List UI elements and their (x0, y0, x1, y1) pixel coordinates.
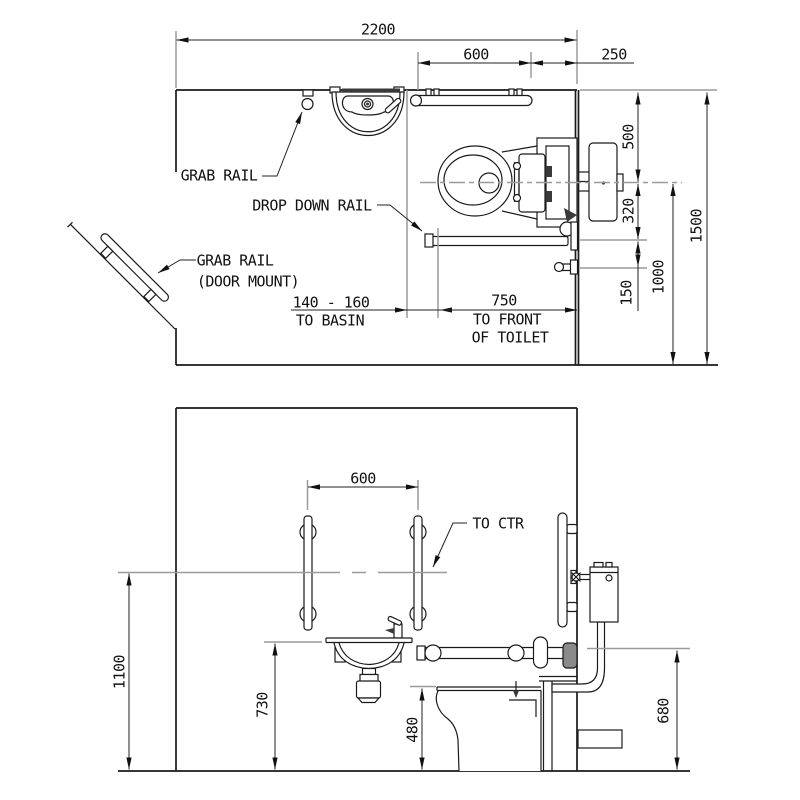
leader-grab-rail (262, 111, 303, 177)
label-to-ctr: TO CTR (472, 514, 524, 533)
duct-wall-elevation (539, 675, 577, 771)
wall-grab-rail-elevation (557, 512, 581, 628)
dim-rail-length-plan: 600 (463, 45, 489, 64)
leader-to-ctr (432, 522, 467, 568)
door-plan (67, 221, 176, 330)
toilet-elevation (435, 681, 542, 772)
basin-elevation (325, 615, 413, 704)
toilet-roll-holder-plan (553, 259, 579, 275)
label-drop-down-rail: DROP DOWN RAIL (252, 196, 372, 215)
dim-toilet-seat-height: 480 (403, 717, 422, 743)
dim-toilet-front-value: 750 (491, 291, 517, 310)
dim-basin-offset-value: 140 - 160 (292, 293, 370, 312)
dim-overall-width: 2200 (360, 20, 396, 39)
leader-drop-down-rail (377, 204, 423, 232)
dimension-lines (126, 37, 710, 770)
grab-rail-plan (301, 89, 314, 111)
dim-basin-offset-label: TO BASIN (295, 311, 365, 330)
soil-pipe-elevation (577, 729, 623, 749)
basin-plan (329, 86, 405, 137)
dim-centre-to-rail: 320 (619, 198, 638, 224)
dim-rail-to-holder: 150 (617, 280, 636, 306)
cistern-elevation (551, 561, 623, 749)
dim-toilet-front-label2: OF TOILET (471, 328, 549, 347)
dim-rail-spacing-elev: 600 (350, 469, 376, 488)
label-grab-rail-door-1: GRAB RAIL (196, 251, 274, 270)
leader-grab-rail-door (157, 259, 196, 274)
dim-basin-rim-height: 730 (253, 692, 272, 718)
elevation-view (118, 407, 690, 772)
dim-toilet-front-label1: TO FRONT (472, 310, 542, 329)
dim-drop-rail-height: 680 (654, 698, 673, 724)
dim-overall-depth: 1500 (687, 208, 706, 244)
dim-centre-to-rear: 1000 (649, 259, 668, 295)
label-grab-rail: GRAB RAIL (180, 166, 258, 185)
rear-grab-rail-plan (409, 88, 533, 107)
leader-lines (157, 111, 467, 568)
dim-rail-to-wall: 250 (601, 45, 627, 64)
elevation-walls (118, 407, 690, 772)
label-grab-rail-door-2: (DOOR MOUNT) (196, 272, 300, 291)
extension-lines (118, 30, 717, 688)
dim-rail-centre-height: 1100 (110, 654, 129, 690)
drop-down-rail-elevation (416, 636, 578, 669)
drop-down-rail-plan (424, 208, 579, 251)
dim-wall-to-centre: 500 (619, 124, 638, 150)
